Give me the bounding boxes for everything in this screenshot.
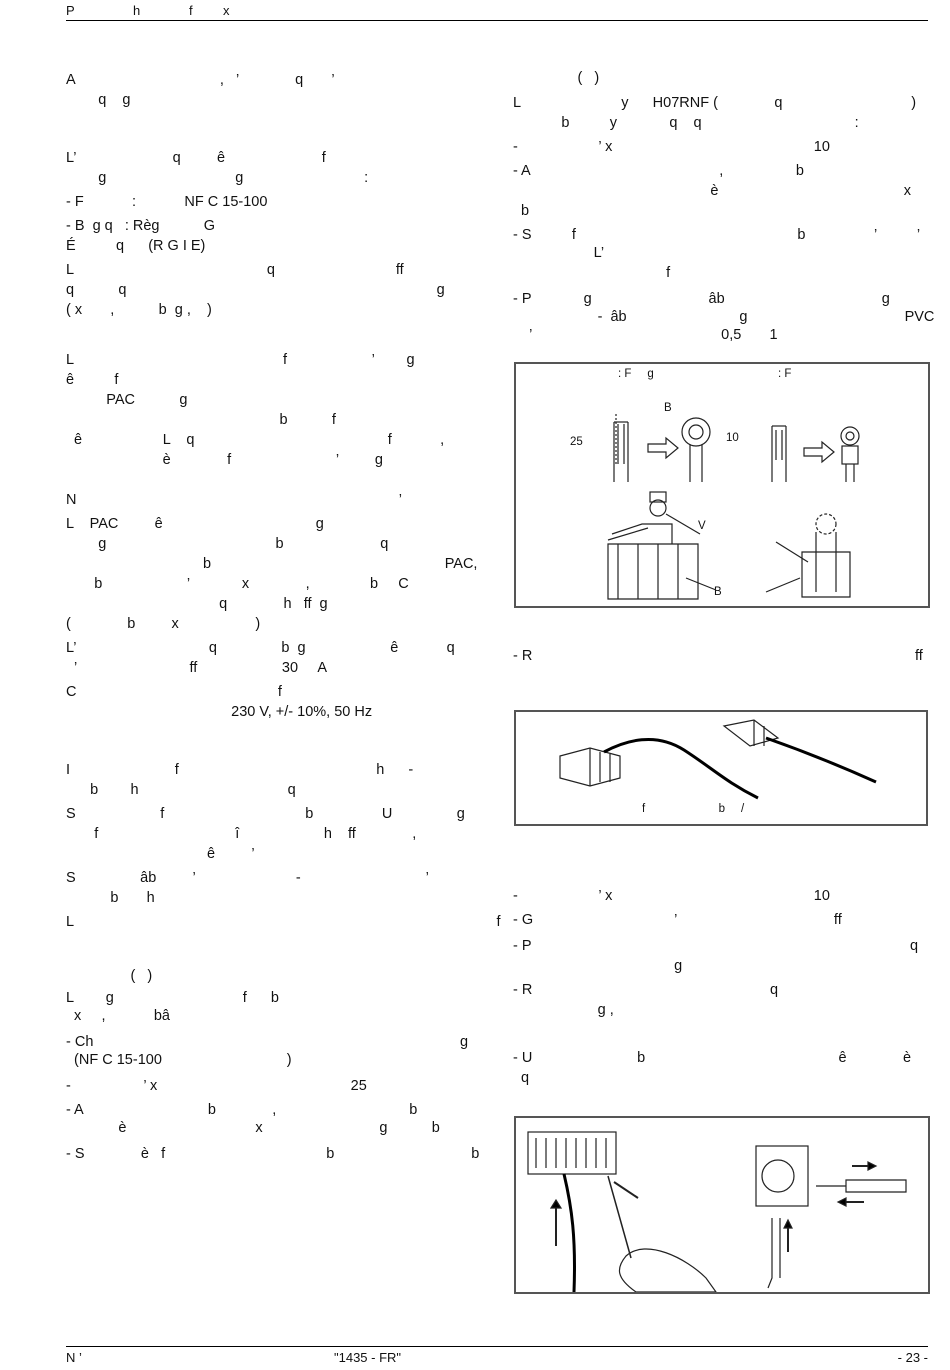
text-line: I f h - (66, 762, 414, 778)
text-line: - B g q : Règ G (66, 218, 216, 234)
text-line: f î h ff , (66, 826, 417, 842)
text-line: - âb g PVC (513, 309, 935, 325)
text-line: 230 V, +/- 10%, 50 Hz (66, 704, 373, 720)
text-line: - F : NF C 15-100 (66, 194, 268, 210)
text-line: - S è f b b (66, 1146, 480, 1162)
text-line: - R ff (513, 648, 923, 664)
text-line: q q g (66, 282, 445, 298)
figure-screwdriver-terminal (514, 1116, 930, 1294)
text-line: PAC g (66, 392, 188, 408)
connectors-drawing (559, 719, 877, 800)
text-line: è x (513, 183, 912, 199)
header-text-2: h (133, 3, 141, 18)
text-line: - A , b (513, 163, 804, 179)
text-line: - P g âb g (513, 291, 890, 307)
text-line: N ’ (66, 492, 402, 508)
text-line: L f (66, 914, 501, 930)
text-line: q (513, 1070, 530, 1086)
figure-cable-preparation: : F g : F B 25 10 V B (514, 362, 930, 608)
text-line: b (513, 203, 530, 219)
header-text-4: x (223, 3, 230, 18)
text-line: S âb ’ - ’ (66, 870, 429, 886)
text-line: ( x , b g , ) (66, 302, 212, 318)
right-column: ( )L y H07RNF ( q ) b y q q :- ’ x (513, 0, 935, 1340)
text-line: L g f b (66, 990, 279, 1006)
text-line: è f ’ g (66, 452, 383, 468)
header-text-3: f (189, 3, 193, 18)
page-header: P h f x (66, 2, 928, 21)
text-line: f (513, 265, 671, 281)
text-line: - R q (513, 982, 779, 998)
text-line: è x g b (66, 1120, 440, 1136)
text-line: q h ff g (66, 596, 328, 612)
header-text-1: P (66, 3, 75, 18)
text-line: b y q q : (513, 115, 859, 131)
text-line: ’ 0,5 1 (513, 327, 778, 343)
text-line: q g (66, 92, 131, 108)
text-line: - ’ x 10 (513, 888, 830, 904)
text-line: b h q (66, 782, 296, 798)
text-line: L f ’ g (66, 352, 415, 368)
text-line: b PAC, (66, 556, 478, 572)
text-line: L’ q b g ê q (66, 640, 455, 656)
fig1-label-10: 10 (726, 432, 739, 444)
text-line: L q ff (66, 262, 404, 278)
text-line: g (513, 958, 683, 974)
text-line: ’ ff 30 A (66, 660, 328, 676)
text-line: - ’ x 10 (513, 139, 830, 155)
text-line: S f b U g (66, 806, 465, 822)
text-line: ( ) (66, 968, 153, 984)
footer-doc-ref: "1435 - FR" (334, 1350, 402, 1365)
footer-left: N ’ (66, 1350, 82, 1365)
text-line: - ’ x 25 (66, 1078, 367, 1094)
fig1-label-b2: B (664, 402, 672, 414)
text-line: L y H07RNF ( q ) (513, 95, 917, 111)
text-line: - P q (513, 938, 919, 954)
text-line: g , (513, 1002, 614, 1018)
text-line: É q (R G I E) (66, 238, 206, 254)
text-line: ( ) (513, 70, 600, 86)
fig2-caption: f b / (642, 803, 745, 815)
text-line: x , bâ (66, 1008, 170, 1024)
fig1-label-bb: B (714, 586, 722, 598)
text-line: (NF C 15-100 ) (66, 1052, 292, 1068)
text-line: ( b x ) (66, 616, 261, 632)
text-line: g g : (66, 170, 369, 186)
text-line: - A b , b (66, 1102, 418, 1118)
text-line: - U b ê è (513, 1050, 912, 1066)
text-line: b h (66, 890, 155, 906)
figure-connectors: f b / (514, 710, 928, 826)
text-line: - S f b ’ ’ (513, 227, 921, 243)
fig1-label-b: : F (778, 368, 792, 380)
cable-preparation-drawing (607, 414, 860, 600)
text-line: C f (66, 684, 282, 700)
text-line: L’ q ê f (66, 150, 326, 166)
text-line: b ’ x , b C (66, 576, 409, 592)
text-line: ê ’ (66, 846, 255, 862)
text-line: L PAC ê g (66, 516, 324, 532)
text-line: - Ch g (66, 1034, 469, 1050)
page-footer: N ’ "1435 - FR" - 23 - (66, 1346, 928, 1369)
fig1-label-a: : F g (618, 368, 654, 380)
text-line: - G ’ ff (513, 912, 842, 928)
footer-page-number: - 23 - (897, 1350, 928, 1365)
text-line: b f (66, 412, 336, 428)
screwdriver-drawing (527, 1131, 907, 1292)
fig1-label-v: V (698, 520, 706, 532)
text-line: A , ’ q ’ (66, 72, 335, 88)
text-line: ê L q f , (66, 432, 445, 448)
text-line: ê f (66, 372, 119, 388)
text-line: L’ (513, 245, 605, 261)
fig1-label-25: 25 (570, 436, 583, 448)
text-line: g b q (66, 536, 389, 552)
